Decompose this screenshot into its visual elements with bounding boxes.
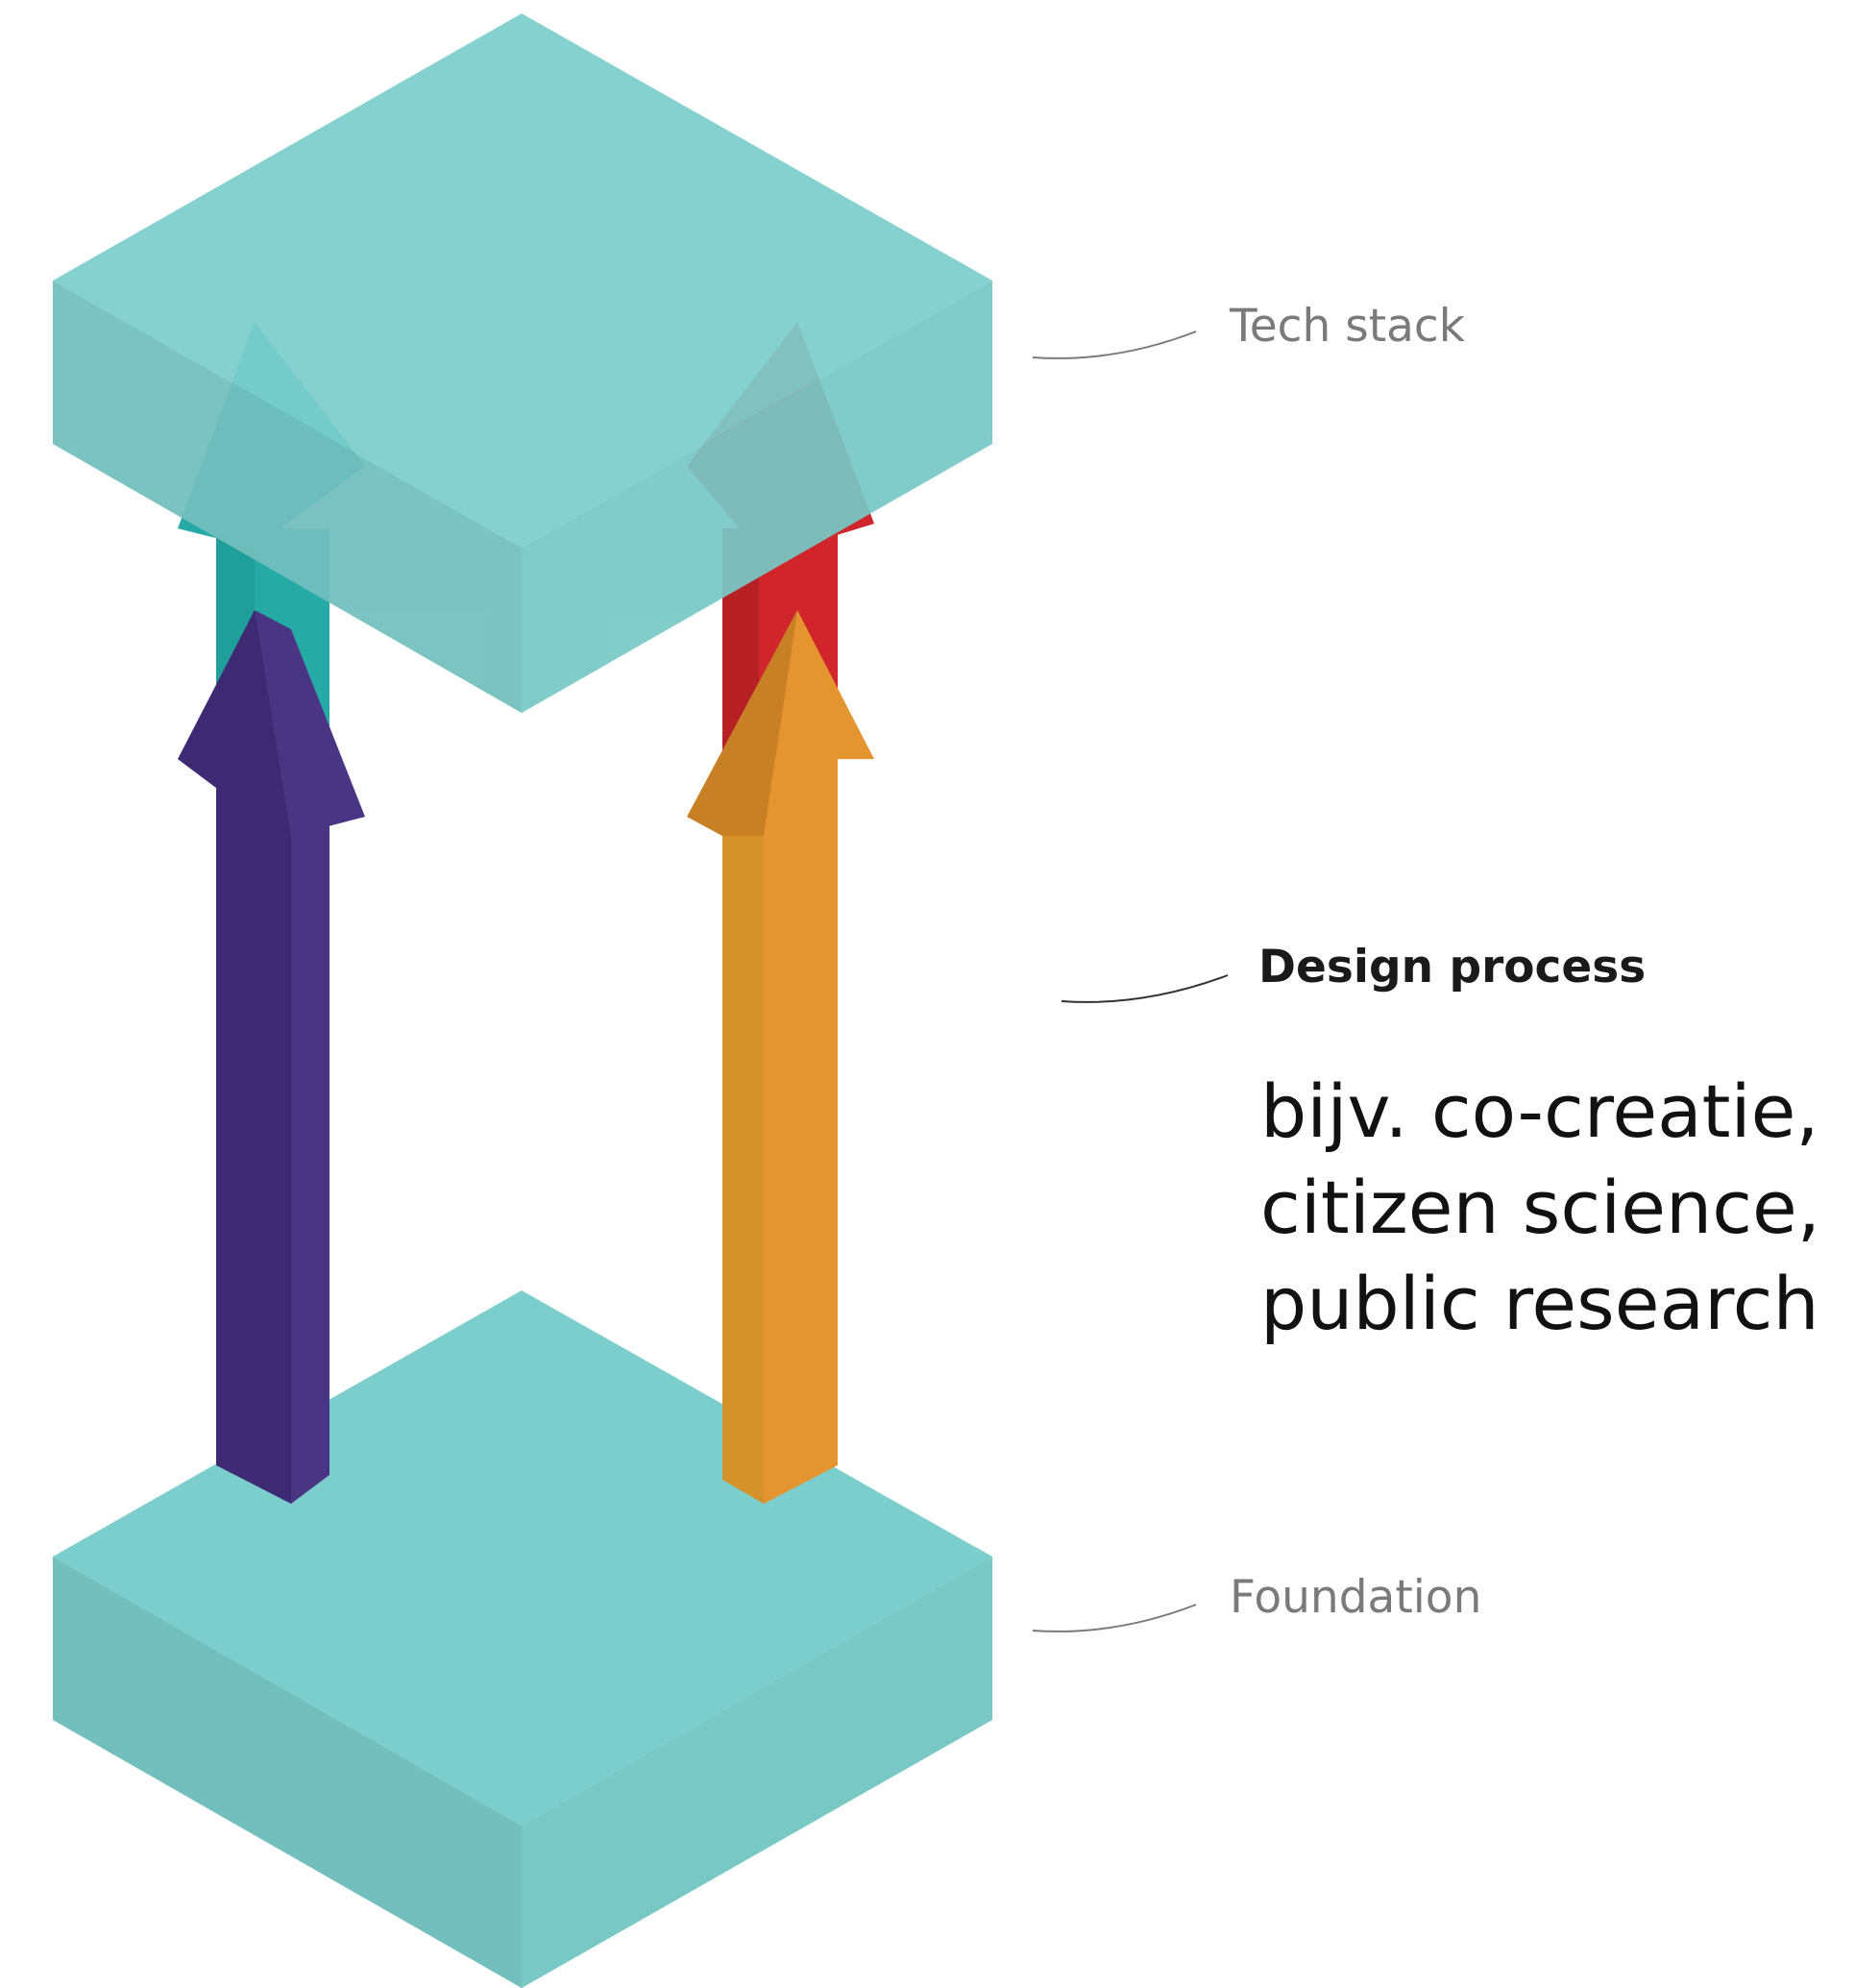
foundation-slab-left-face [53, 1557, 522, 1988]
arrow-orange-head-right [764, 610, 874, 836]
tech-stack-slab-left-face [53, 281, 522, 713]
arrow-purple-shaft-right [291, 817, 330, 1504]
tech-stack-leader-line [1032, 331, 1197, 359]
foundation-slab [53, 1290, 992, 1988]
foundation-leader-line [1032, 1604, 1197, 1632]
arrow-orange-front [687, 610, 874, 1504]
note-line: citizen science, [1260, 1165, 1820, 1250]
arrow-orange-head-left [687, 610, 797, 836]
arrow-purple-front [178, 610, 365, 1504]
foundation-label: Foundation [1230, 1571, 1481, 1624]
note-line: public research [1260, 1261, 1819, 1346]
foundation-slab-right-face [522, 1557, 992, 1988]
design-process-label: Design process [1258, 941, 1646, 994]
arrow-purple-head-right [255, 610, 365, 836]
tech-stack-label: Tech stack [1229, 300, 1466, 353]
design-process-note: bijv. co-creatie, citizen science, publi… [1260, 1068, 1820, 1346]
arrow-purple-head-left [178, 610, 291, 836]
tech-stack-slab-top-face [53, 13, 992, 548]
arrow-purple-shaft-left [216, 759, 291, 1504]
tech-stack-slab-right-face [522, 281, 992, 713]
arrow-orange-shaft-right [764, 759, 838, 1504]
tech-stack-slab [53, 13, 992, 713]
arrow-orange-shaft-left [722, 817, 764, 1504]
design-process-leader-line [1061, 974, 1229, 1003]
note-line: bijv. co-creatie, [1260, 1068, 1819, 1154]
